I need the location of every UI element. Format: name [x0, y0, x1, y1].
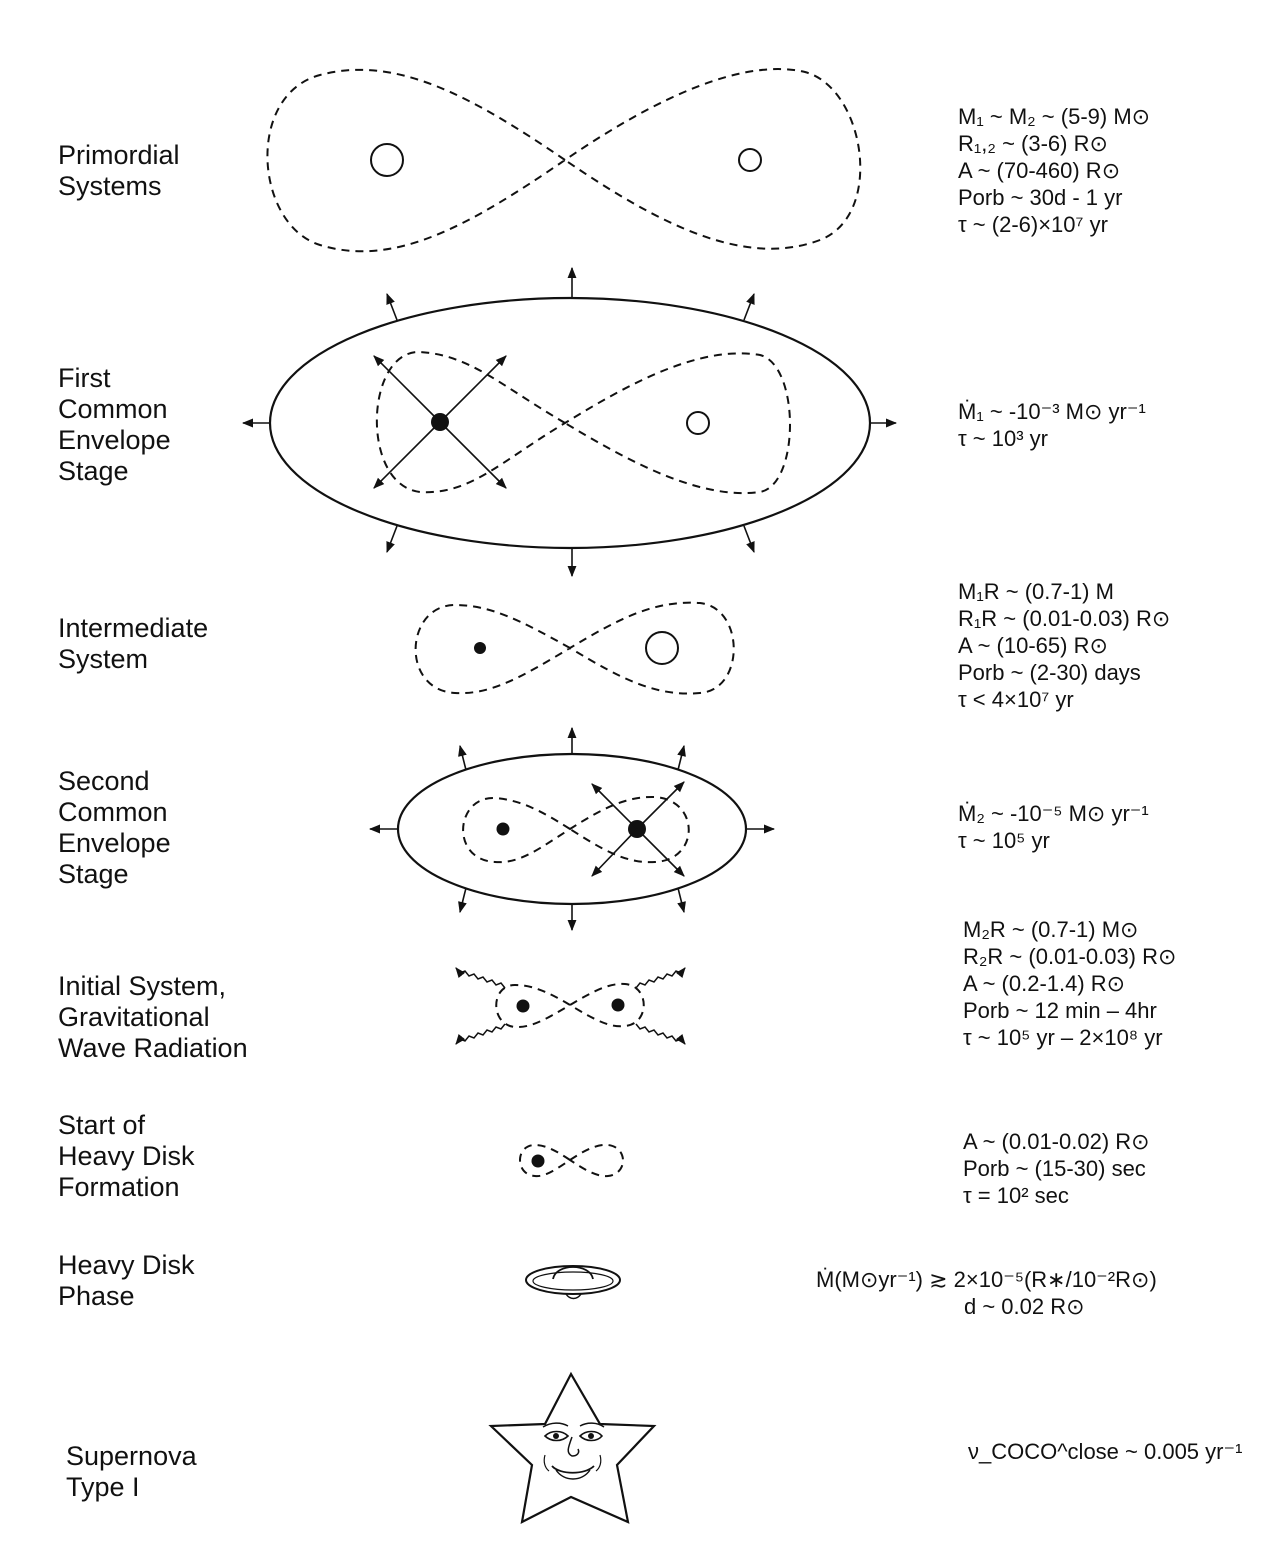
secondary-star — [738, 148, 762, 172]
param-line: τ = 10² sec — [963, 1183, 1069, 1208]
param-line: d ~ 0.02 R⊙ — [964, 1294, 1085, 1319]
param-line: Porb ~ (15-30) sec — [963, 1156, 1146, 1181]
param-line: R₁R ~ (0.01-0.03) R⊙ — [958, 606, 1171, 631]
white-dwarf — [531, 1154, 545, 1168]
param-line: Ṁ₁ ~ -10⁻³ M⊙ yr⁻¹ — [958, 399, 1146, 424]
gravitational-wave-arrow — [455, 1023, 506, 1045]
heavy-disk — [525, 1265, 621, 1300]
param-line: M₁ ~ M₂ ~ (5-9) M⊙ — [958, 104, 1151, 129]
secondary-star — [645, 631, 679, 665]
param-line: τ < 4×10⁷ yr — [958, 687, 1074, 712]
param-line: R₂R ~ (0.01-0.03) R⊙ — [963, 944, 1177, 969]
primordial-roche-lobes — [266, 68, 862, 253]
gravitational-wave-arrow — [455, 967, 506, 989]
param-line: τ ~ (2-6)×10⁷ yr — [958, 212, 1108, 237]
label-supernova-type-i: Supernova Type I — [66, 1441, 197, 1502]
param-line: Porb ~ 30d - 1 yr — [958, 185, 1123, 210]
param-line: τ ~ 10³ yr — [958, 426, 1048, 451]
param-line: Porb ~ (2-30) days — [958, 660, 1141, 685]
primary-star — [370, 143, 404, 177]
params-supernova: ν_COCO^close ~ 0.005 yr⁻¹ — [968, 1438, 1242, 1465]
gw-binary — [455, 967, 686, 1045]
intermediate-roche-lobes — [414, 601, 735, 695]
params-intermediate: M₁R ~ (0.7-1) M R₁R ~ (0.01-0.03) R⊙ A ~… — [958, 578, 1170, 713]
param-line: A ~ (0.2-1.4) R⊙ — [963, 971, 1126, 996]
white-dwarf — [496, 822, 510, 836]
label-initial-system-gw: Initial System, Gravitational Wave Radia… — [58, 971, 248, 1063]
label-second-common-envelope: Second Common Envelope Stage — [58, 766, 171, 889]
white-dwarf-2 — [611, 998, 625, 1012]
params-heavy-disk: Ṁ(M⊙yr⁻¹) ≳ 2×10⁻⁵(R∗/10⁻²R⊙) d ~ 0.02 R… — [816, 1266, 1157, 1320]
label-intermediate-system: Intermediate System — [58, 613, 209, 674]
label-first-common-envelope: First Common Envelope Stage — [58, 363, 171, 486]
second-common-envelope — [368, 726, 776, 932]
gravitational-wave-arrow — [635, 1023, 686, 1045]
label-primordial-systems: Primordial Systems — [58, 140, 180, 201]
param-line: M₂R ~ (0.7-1) M⊙ — [963, 917, 1139, 942]
param-line: Porb ~ 12 min – 4hr — [963, 998, 1157, 1023]
gravitational-wave-arrow — [635, 967, 686, 989]
param-line: τ ~ 10⁵ yr — [958, 828, 1050, 853]
params-heavy-disk-start: A ~ (0.01-0.02) R⊙ Porb ~ (15-30) sec τ … — [963, 1128, 1150, 1209]
param-line: τ ~ 10⁵ yr – 2×10⁸ yr — [963, 1025, 1163, 1050]
common-envelope — [396, 752, 748, 906]
params-primordial: M₁ ~ M₂ ~ (5-9) M⊙ R₁,₂ ~ (3-6) R⊙ A ~ (… — [958, 103, 1150, 238]
param-line: Ṁ₂ ~ -10⁻⁵ M⊙ yr⁻¹ — [958, 801, 1149, 826]
label-heavy-disk-start: Start of Heavy Disk Formation — [58, 1110, 195, 1202]
first-common-envelope — [241, 266, 898, 578]
white-dwarf-1 — [516, 999, 530, 1013]
param-line: Ṁ(M⊙yr⁻¹) ≳ 2×10⁻⁵(R∗/10⁻²R⊙) — [816, 1267, 1157, 1292]
heavy-disk-start-binary — [519, 1143, 624, 1178]
common-envelope — [268, 296, 872, 550]
secondary-star — [686, 411, 710, 435]
param-line: M₁R ~ (0.7-1) M — [958, 579, 1114, 604]
param-line: R₁,₂ ~ (3-6) R⊙ — [958, 131, 1108, 156]
param-line: A ~ (70-460) R⊙ — [958, 158, 1121, 183]
param-line: A ~ (0.01-0.02) R⊙ — [963, 1129, 1150, 1154]
param-line: ν_COCO^close ~ 0.005 yr⁻¹ — [968, 1439, 1243, 1464]
white-dwarf — [474, 642, 486, 654]
supernova-star — [488, 1371, 657, 1524]
params-first-common-envelope: Ṁ₁ ~ -10⁻³ M⊙ yr⁻¹ τ ~ 10³ yr — [958, 398, 1146, 452]
params-initial-gw: M₂R ~ (0.7-1) M⊙ R₂R ~ (0.01-0.03) R⊙ A … — [963, 916, 1176, 1051]
label-heavy-disk-phase: Heavy Disk Phase — [58, 1250, 195, 1311]
param-line: A ~ (10-65) R⊙ — [958, 633, 1108, 658]
params-second-common-envelope: Ṁ₂ ~ -10⁻⁵ M⊙ yr⁻¹ τ ~ 10⁵ yr — [958, 800, 1149, 854]
